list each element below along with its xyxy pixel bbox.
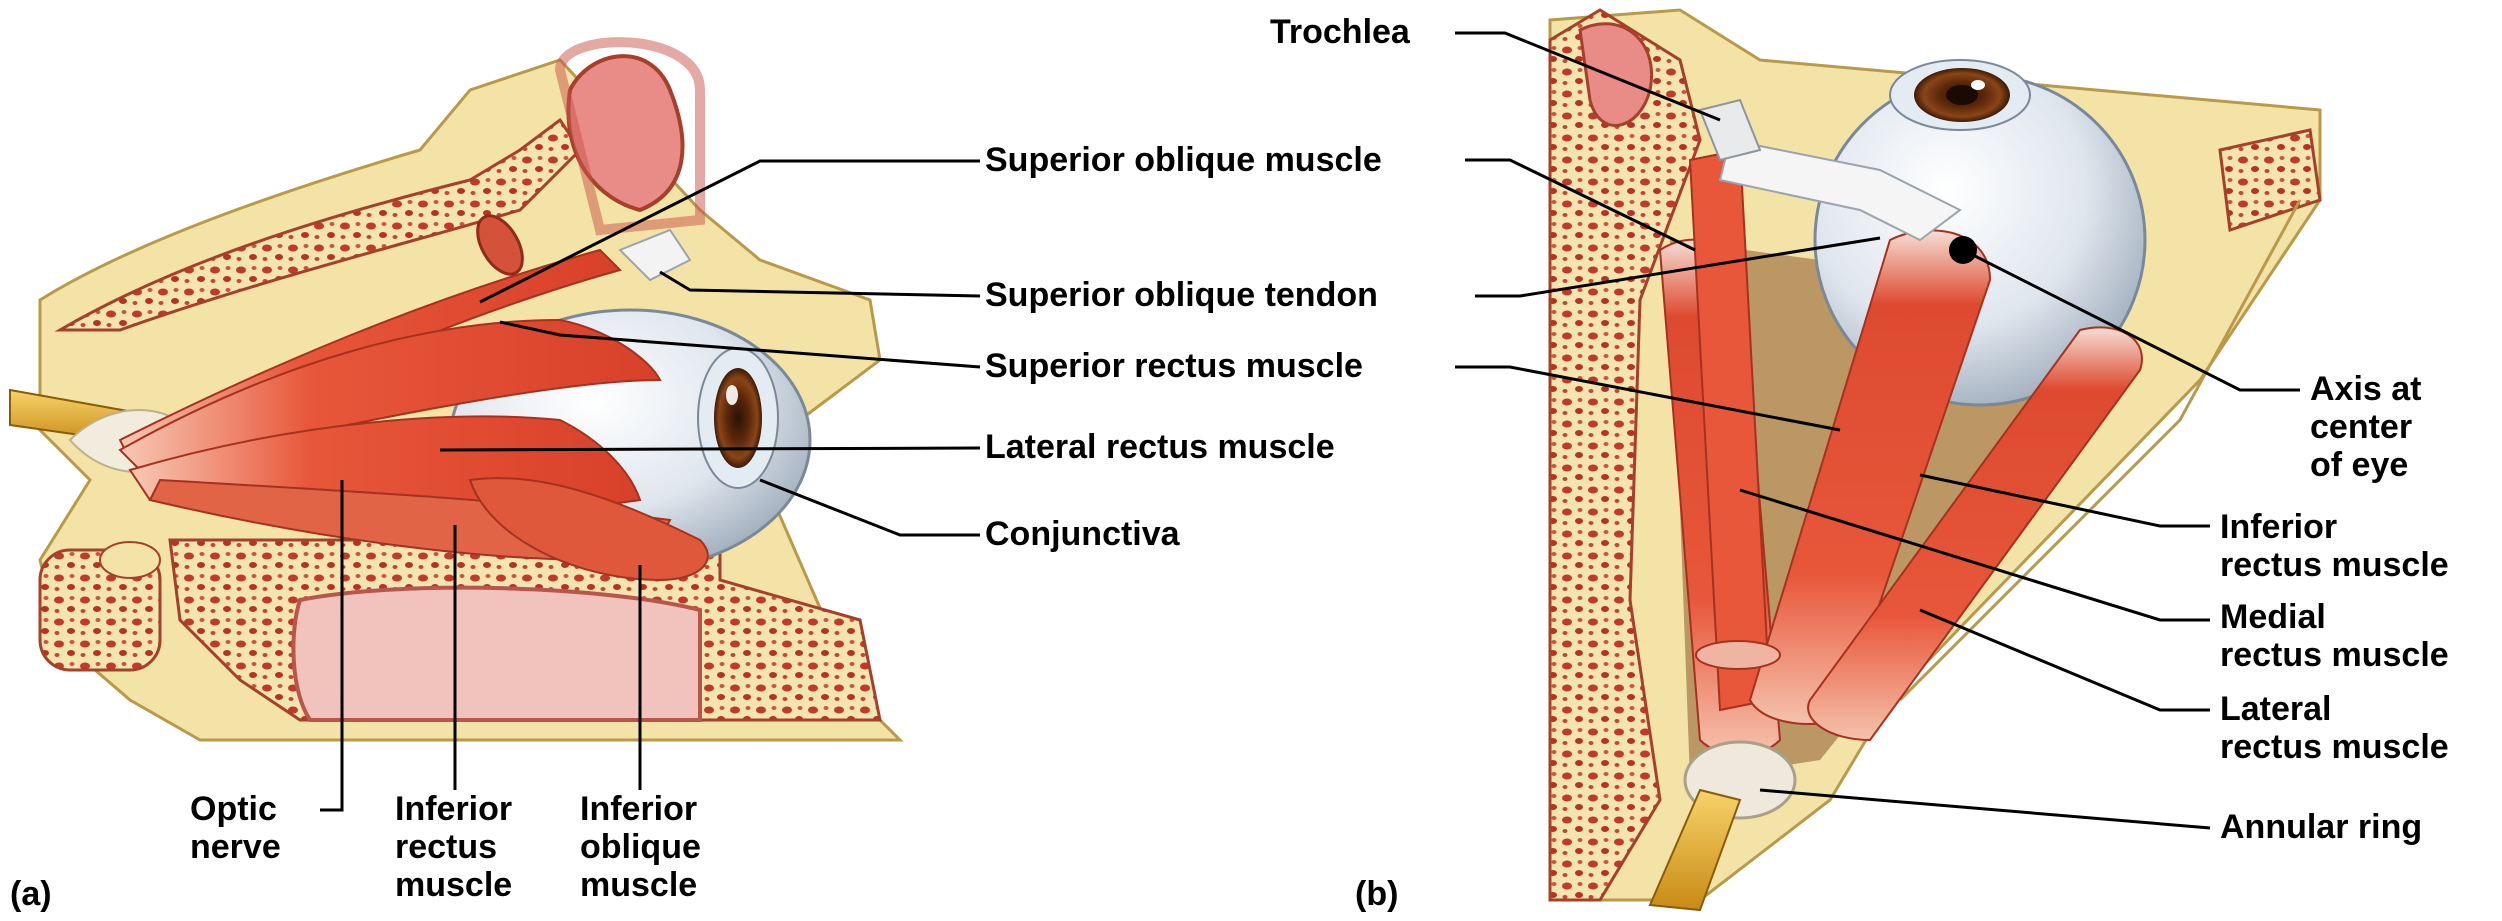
label-axis-at-center: Axis at center of eye <box>2310 370 2422 484</box>
label-superior-oblique-muscle: Superior oblique muscle <box>985 141 1382 179</box>
panel-b-illustration <box>1550 10 2320 910</box>
label-inferior-rectus-muscle-a: Inferior rectus muscle <box>395 790 512 904</box>
leader-annular-ring <box>1760 790 2210 828</box>
label-medial-rectus-muscle-b: Medial rectus muscle <box>2220 598 2449 674</box>
panel-letter-a: (a) <box>10 875 52 914</box>
label-optic-nerve: Optic nerve <box>190 790 281 866</box>
label-lateral-rectus-muscle-a: Lateral rectus muscle <box>985 428 1335 466</box>
label-superior-oblique-tendon: Superior oblique tendon <box>985 276 1378 314</box>
label-inferior-rectus-muscle-b: Inferior rectus muscle <box>2220 508 2449 584</box>
label-conjunctiva: Conjunctiva <box>985 515 1180 553</box>
leader-lateral-rectus-muscle <box>440 448 980 450</box>
label-trochlea: Trochlea <box>1270 13 1410 51</box>
label-inferior-oblique-muscle: Inferior oblique muscle <box>580 790 701 904</box>
label-superior-rectus-muscle: Superior rectus muscle <box>985 347 1363 385</box>
label-annular-ring: Annular ring <box>2220 808 2422 846</box>
panel-letter-b: (b) <box>1355 875 1398 914</box>
iris-a <box>714 368 762 468</box>
label-lateral-rectus-muscle-b: Lateral rectus muscle <box>2220 690 2449 766</box>
